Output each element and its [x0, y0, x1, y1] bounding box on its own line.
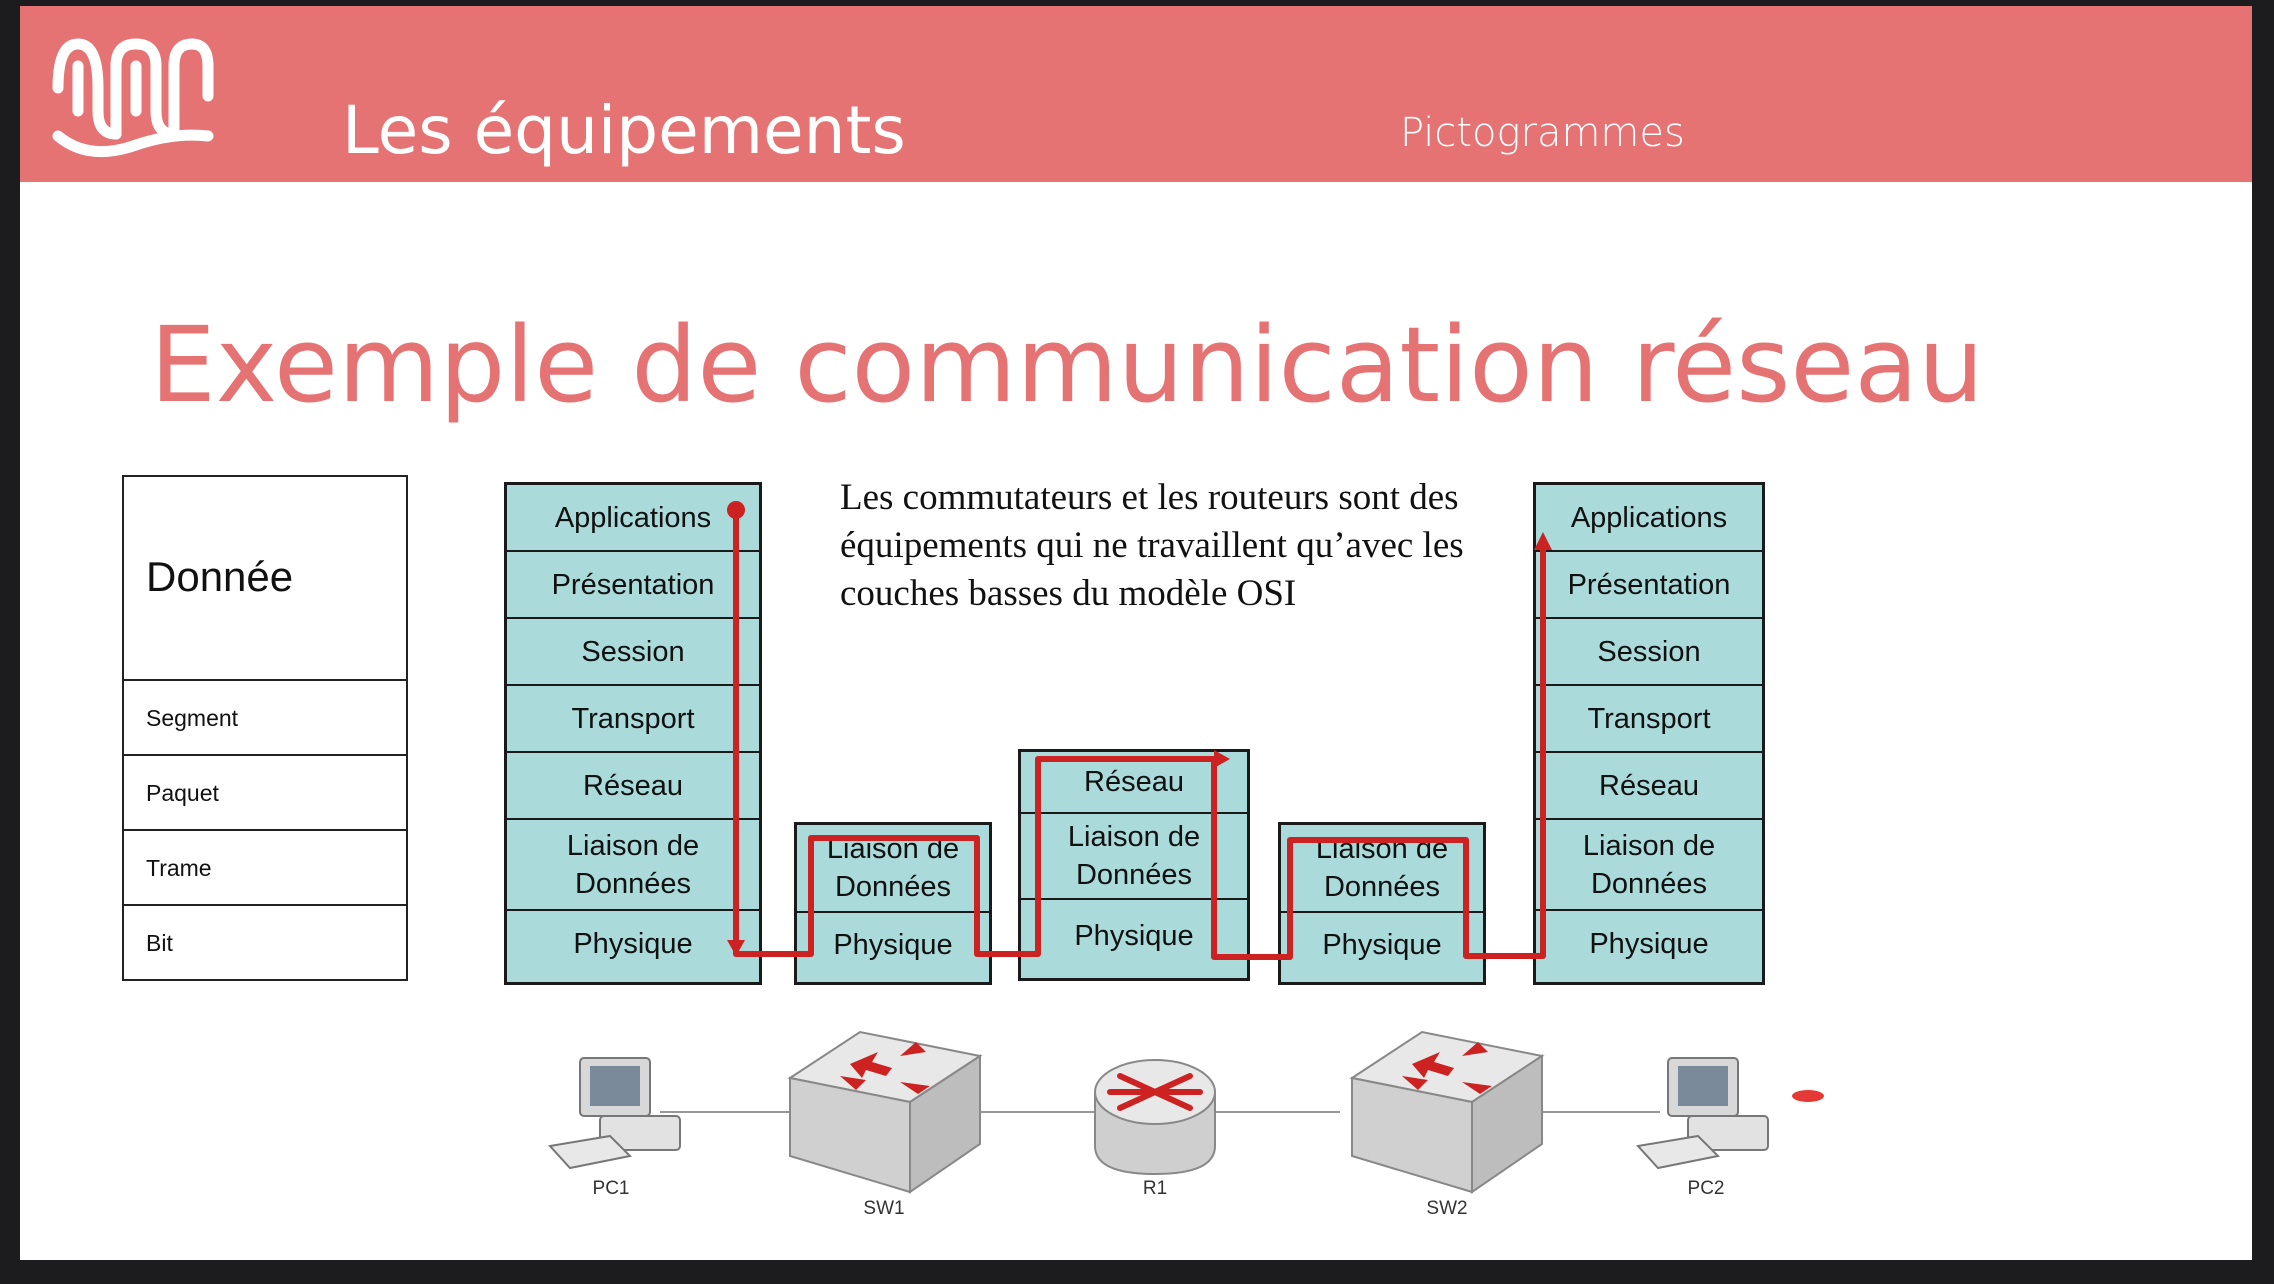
pdu-label: Donnée	[146, 553, 294, 600]
r1-router-icon	[1094, 1059, 1216, 1176]
pdu-table: Donnée Segment Paquet Trame Bit	[122, 475, 408, 981]
layer-transport: Transport	[507, 686, 759, 753]
device-label-sw2: SW2	[1426, 1198, 1468, 1219]
sw2-switch-icon	[1349, 1030, 1545, 1194]
pdu-label: Bit	[146, 930, 173, 956]
slide: Les équipements Pictogrammes Exemple de …	[20, 6, 2252, 1260]
layer-session: Session	[507, 619, 759, 686]
layer-presentation: Présentation	[507, 552, 759, 619]
layer-applications: Applications	[1536, 485, 1762, 552]
logo-icon	[52, 38, 214, 158]
pdu-row-packet: Paquet	[124, 756, 406, 831]
pdu-label: Paquet	[146, 780, 219, 806]
pdu-row-segment: Segment	[124, 681, 406, 756]
layer-network: Réseau	[507, 753, 759, 820]
pdu-row-frame: Trame	[124, 831, 406, 906]
pdu-row-bit: Bit	[124, 906, 406, 979]
network-topology	[548, 1030, 1824, 1194]
header-bar: Les équipements Pictogrammes	[20, 6, 2252, 182]
osi-stack-pc1: Applications Présentation Session Transp…	[504, 482, 762, 985]
pc2-computer-icon	[1636, 1057, 1769, 1170]
pdu-label: Trame	[146, 855, 212, 881]
osi-stack-pc2: Applications Présentation Session Transp…	[1533, 482, 1765, 985]
layer-data-link: Liaison de Données	[507, 820, 759, 911]
layer-applications: Applications	[507, 485, 759, 552]
device-label-sw1: SW1	[863, 1198, 905, 1219]
device-label-r1: R1	[1142, 1178, 1168, 1199]
header-title: Les équipements	[342, 92, 906, 169]
device-label-pc1: PC1	[592, 1178, 630, 1199]
layer-data-link: Liaison de Données	[1536, 820, 1762, 911]
pdu-row-data: Donnée	[124, 477, 406, 681]
header-subtitle: Pictogrammes	[1400, 110, 1685, 156]
layer-transport: Transport	[1536, 686, 1762, 753]
layer-session: Session	[1536, 619, 1762, 686]
pdu-label: Segment	[146, 705, 239, 731]
slide-title: Exemple de communication réseau	[150, 304, 1984, 426]
device-label-pc2: PC2	[1687, 1178, 1725, 1199]
layer-presentation: Présentation	[1536, 552, 1762, 619]
pc1-computer-icon	[548, 1057, 681, 1170]
sw1-switch-icon	[787, 1030, 983, 1194]
pointer-dot-icon	[1792, 1090, 1824, 1102]
layer-physical: Physique	[573, 927, 693, 960]
layer-network: Réseau	[1536, 753, 1762, 820]
layer-physical: Physique	[1589, 927, 1709, 960]
